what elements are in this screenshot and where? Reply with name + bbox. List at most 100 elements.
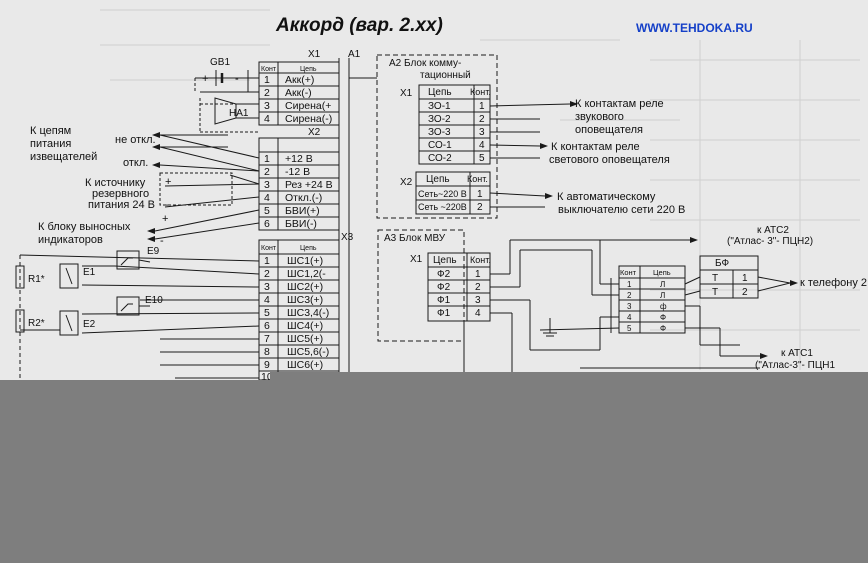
a2-x1-row-num: 4 xyxy=(479,140,485,151)
a1-x1-row-num: 1 xyxy=(264,74,270,86)
a1-x1-row-cep: Сирена(-) xyxy=(285,113,332,125)
vynos-plus: + xyxy=(162,213,168,225)
avt-label-2: выключателю сети 220 В xyxy=(558,204,685,216)
a2-x1-label: X1 xyxy=(400,88,413,99)
a2-x1-row-cep: ЗО-3 xyxy=(428,127,451,138)
a1-x3-row-cep: ШС1(+) xyxy=(287,255,323,267)
a3-x1-rows: Ф2 1 Ф2 2 Ф1 3 Ф1 4 xyxy=(437,269,481,319)
bf-row-cep: Т xyxy=(712,273,718,284)
a1-x3-row-cep: ШС1,2(- xyxy=(287,268,326,280)
a2-x2-label: X2 xyxy=(400,177,413,188)
a2-x1-row-num: 3 xyxy=(479,127,485,138)
a2-x1-row-cep: СО-2 xyxy=(428,153,452,164)
a3-x1-row-num: 2 xyxy=(475,282,481,293)
a1-x3-row-cep: ШС3(+) xyxy=(287,294,323,306)
a1-x1-rows: 1 Акк(+) 2 Акк(-) 3 Сирена(+ 4 Сирена(-) xyxy=(264,74,332,125)
a1-x3-row-cep: ШС5,6(-) xyxy=(287,346,329,358)
a1-x1-label: X1 xyxy=(308,49,321,60)
a2-x1-row-cep: ЗО-2 xyxy=(428,114,451,125)
reserve-minus: - xyxy=(165,199,169,211)
a1-x2-row-num: 1 xyxy=(264,153,270,165)
e9-label: Е9 xyxy=(147,246,160,257)
a1-x3-row-num: 2 xyxy=(264,268,270,280)
ext-row-num: 2 xyxy=(627,291,632,300)
annotation-labels: GB1 + - НА1 К цепям питания извещателей … xyxy=(28,57,867,371)
a1-x1-col-cep: Цепь xyxy=(300,66,317,73)
page-title: Аккорд (вар. 2.хх) xyxy=(275,15,443,36)
a3-x1-label: X1 xyxy=(410,254,423,265)
a1-x1-row-num: 2 xyxy=(264,87,270,99)
a3-title: А3 Блок МВУ xyxy=(384,233,446,244)
r2-label: R2* xyxy=(28,318,45,329)
a1-x2-row-num: 6 xyxy=(264,218,270,230)
a2-x1-col-cep: Цепь xyxy=(428,87,452,98)
e10-label: Е10 xyxy=(145,295,163,306)
bf-row-num: 1 xyxy=(742,273,748,284)
a1-x3-row-num: 9 xyxy=(264,359,270,371)
ext-row-cep: Ф xyxy=(660,324,666,333)
a1-x2-row-num: 5 xyxy=(264,205,270,217)
a1-x2-label: X2 xyxy=(308,127,321,138)
ext-row-cep: Ф xyxy=(660,313,666,322)
gb1-label: GB1 xyxy=(210,57,230,68)
vynos-label-1: К блоку выносных xyxy=(38,221,131,233)
ext-col-cep: Цепь xyxy=(653,268,671,277)
a3-x1-row-num: 3 xyxy=(475,295,481,306)
battery-plus-label: + xyxy=(202,73,208,85)
ats2-label-2: ("Атлас- 3"- ПЦН2) xyxy=(727,236,813,247)
a1-x3-row-cep: ШС6(+) xyxy=(287,359,323,371)
bf-row-num: 2 xyxy=(742,287,748,298)
pitanie-label-2: питания xyxy=(30,138,71,150)
ext-rows: 1 Л 2 Л 3 ф 4 Ф 5 Ф xyxy=(627,280,667,333)
a1-x3-rows: 1 ШС1(+) 2 ШС1,2(- 3 ШС2(+) 4 ШС3(+) 5 Ш… xyxy=(261,255,329,383)
ext-row-num: 3 xyxy=(627,302,632,311)
battery-minus-label: - xyxy=(235,73,239,85)
gray-overlay xyxy=(0,380,868,558)
zvuk-label-3: оповещателя xyxy=(575,124,643,136)
ats1-label-2: ("Атлас-3"- ПЦН1 xyxy=(755,360,835,371)
a1-x3-row-num: 5 xyxy=(264,307,270,319)
a1-x1-row-cep: Сирена(+ xyxy=(285,100,331,112)
background-ghost xyxy=(100,9,860,370)
a1-x2-row-cep: -12 В xyxy=(285,166,310,178)
paper-background xyxy=(0,0,868,380)
a2-x1-col-kont: Конт. xyxy=(470,87,491,97)
ext-row-cep: Л xyxy=(660,291,665,300)
avt-label-1: К автоматическому xyxy=(557,191,656,203)
a3-x1-col-cep: Цепь xyxy=(433,255,457,266)
e1-label: Е1 xyxy=(83,267,96,278)
a2-title-line1: А2 Блок комму- xyxy=(389,58,461,69)
a1-x3-label: X3 xyxy=(341,232,354,243)
a1-x1-row-cep: Акк(-) xyxy=(285,87,312,99)
reserve-label-2: резервного xyxy=(92,188,149,200)
a2-x1-row-cep: ЗО-1 xyxy=(428,101,451,112)
a1-x3-row-cep: ШС3,4(-) xyxy=(287,307,329,319)
a1-x1-col-kont: Конт xyxy=(261,66,277,73)
a2-x2-col-kont: Конт. xyxy=(467,174,488,184)
a1-x1-row-cep: Акк(+) xyxy=(285,74,314,86)
a1-x3-row-cep: ШС4(+) xyxy=(287,320,323,332)
a2-x2-row-cep: Сеть~220 В xyxy=(418,189,467,199)
a1-x2-row-num: 3 xyxy=(264,179,270,191)
a2-x2-row-num: 2 xyxy=(477,202,483,213)
svet-label-2: светового оповещателя xyxy=(549,154,670,166)
zvuk-label-2: звукового xyxy=(575,111,624,123)
a1-x3-row-num: 7 xyxy=(264,333,270,345)
r1-label: R1* xyxy=(28,274,45,285)
a1-x2-row-cep: Рез +24 В xyxy=(285,179,333,191)
e2-label: Е2 xyxy=(83,319,96,330)
a1-x3-row-num: 10 xyxy=(261,371,273,383)
a1-x3-col-cep: Цепь xyxy=(300,245,317,252)
pitanie-label-1: К цепям xyxy=(30,125,71,137)
a1-x3-row-num: 4 xyxy=(264,294,270,306)
website-link[interactable]: WWW.TEHDOKA.RU xyxy=(636,21,753,35)
a2-x1-row-num: 2 xyxy=(479,114,485,125)
a2-title-line2: тационный xyxy=(420,70,471,81)
a2-x1-row-cep: СО-1 xyxy=(428,140,452,151)
a1-x2-row-num: 4 xyxy=(264,192,270,204)
a3-x1-row-num: 4 xyxy=(475,308,481,319)
a2-x2-row-cep: Сеть ~220В xyxy=(418,202,467,212)
a1-x3-row-num: 8 xyxy=(264,346,270,358)
a1-label: А1 xyxy=(348,49,361,60)
ats1-label-1: к АТС1 xyxy=(781,348,813,359)
